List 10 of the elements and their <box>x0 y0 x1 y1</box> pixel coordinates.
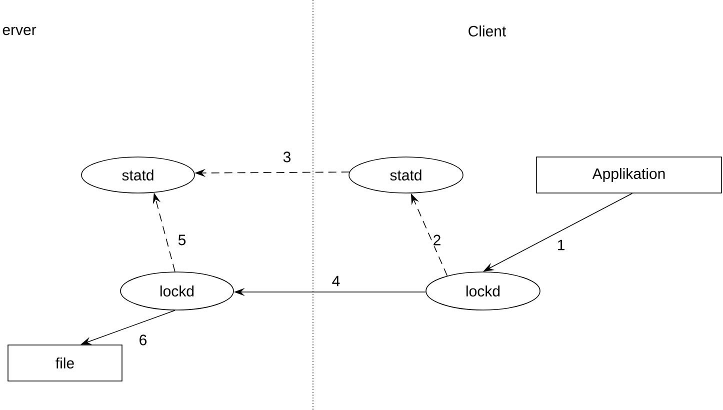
edge-label: 5 <box>176 234 188 246</box>
edge-label: 3 <box>282 150 292 164</box>
edge-label: 1 <box>556 238 566 252</box>
edge-label: 2 <box>432 234 442 246</box>
edge-label: 6 <box>138 334 148 346</box>
process-box: Applikation <box>536 156 722 194</box>
edge-label: 4 <box>330 274 342 288</box>
side-heading: erver <box>2 26 36 36</box>
side-heading: Client <box>468 26 506 36</box>
process-box: file <box>8 344 122 382</box>
